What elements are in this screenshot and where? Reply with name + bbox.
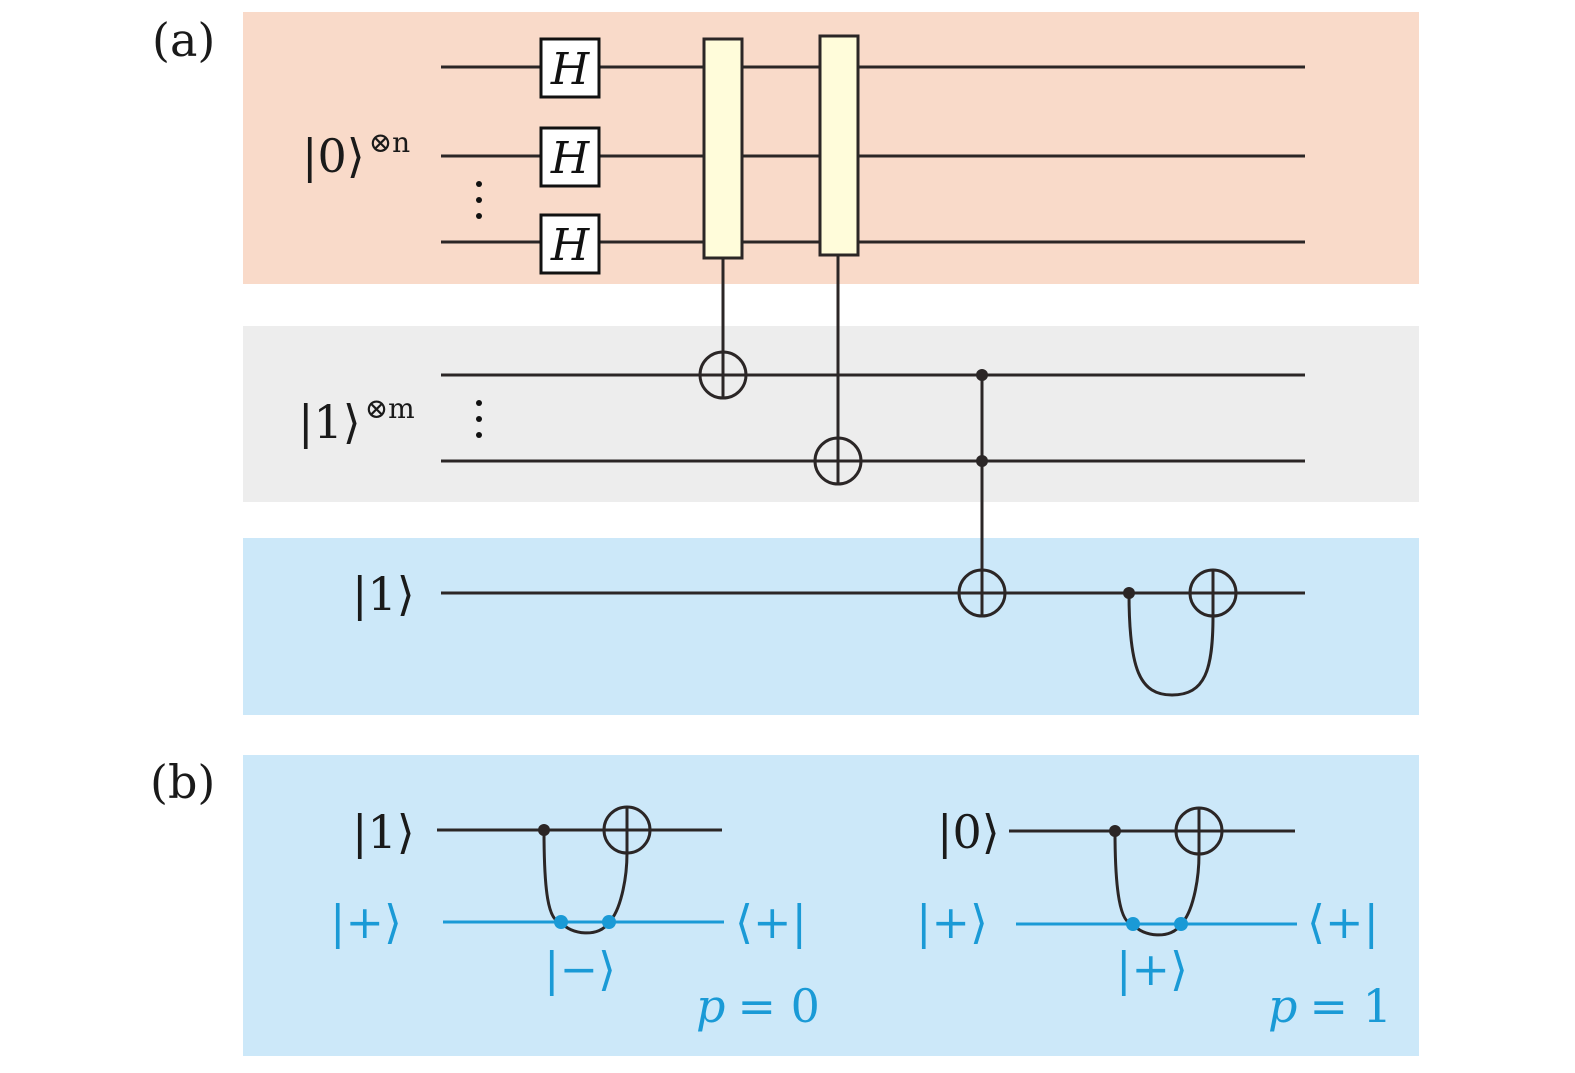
svg-text:H: H: [550, 220, 591, 271]
toffoli-target-oplus: [957, 568, 1007, 618]
loop-control-dot: [1123, 587, 1135, 599]
right-loop-state: |+⟩: [1116, 942, 1188, 996]
left-bottom-bra: ⟨+|: [735, 895, 807, 949]
input-register-ket: |0⟩⊗n: [302, 126, 410, 183]
target-oplus-1: [698, 350, 748, 400]
panel-a-label: (a): [152, 13, 215, 67]
right-parity: p= 1: [1268, 979, 1392, 1033]
control-dot-2: [976, 455, 988, 467]
ancilla-loop-cnot: [1123, 568, 1238, 697]
right-bottom-ket: |+⟩: [916, 895, 988, 949]
ancilla-background: [243, 538, 1419, 715]
output-register-ket: |1⟩⊗m: [298, 392, 415, 449]
input-register-ellipsis: [476, 181, 482, 219]
right-bottom-bra: ⟨+|: [1307, 895, 1379, 949]
hadamard-gate-3: H: [539, 213, 601, 275]
left-loop-state: |−⟩: [544, 942, 616, 996]
panel-b-left: |1⟩ |+⟩ ⟨+| |−⟩ p= 0: [330, 805, 820, 1033]
control-dot-1: [976, 369, 988, 381]
svg-text:H: H: [550, 133, 591, 184]
hadamard-gate-1: H: [539, 37, 601, 99]
oracle-block-1: [698, 37, 748, 400]
toffoli-gate: [957, 369, 1007, 618]
loop-target-oplus: [1188, 568, 1238, 618]
right-top-ket: |0⟩: [937, 805, 1000, 859]
output-register-wires: [441, 373, 1305, 463]
left-top-ket: |1⟩: [352, 805, 415, 859]
panel-b-right: |0⟩ |+⟩ ⟨+| |+⟩ p= 1: [916, 805, 1392, 1033]
left-bottom-ket: |+⟩: [330, 895, 402, 949]
hadamard-gate-2: H: [539, 126, 601, 188]
oracle-block-2: [813, 34, 863, 486]
svg-text:H: H: [550, 44, 591, 95]
panel-b-label: (b): [150, 755, 215, 809]
output-register-background: [243, 326, 1419, 502]
left-parity: p= 0: [696, 979, 820, 1033]
output-register-ellipsis: [476, 400, 482, 438]
panel-b-background: [243, 755, 1419, 1056]
target-oplus-2: [813, 436, 863, 486]
ancilla-ket: |1⟩: [352, 567, 415, 621]
